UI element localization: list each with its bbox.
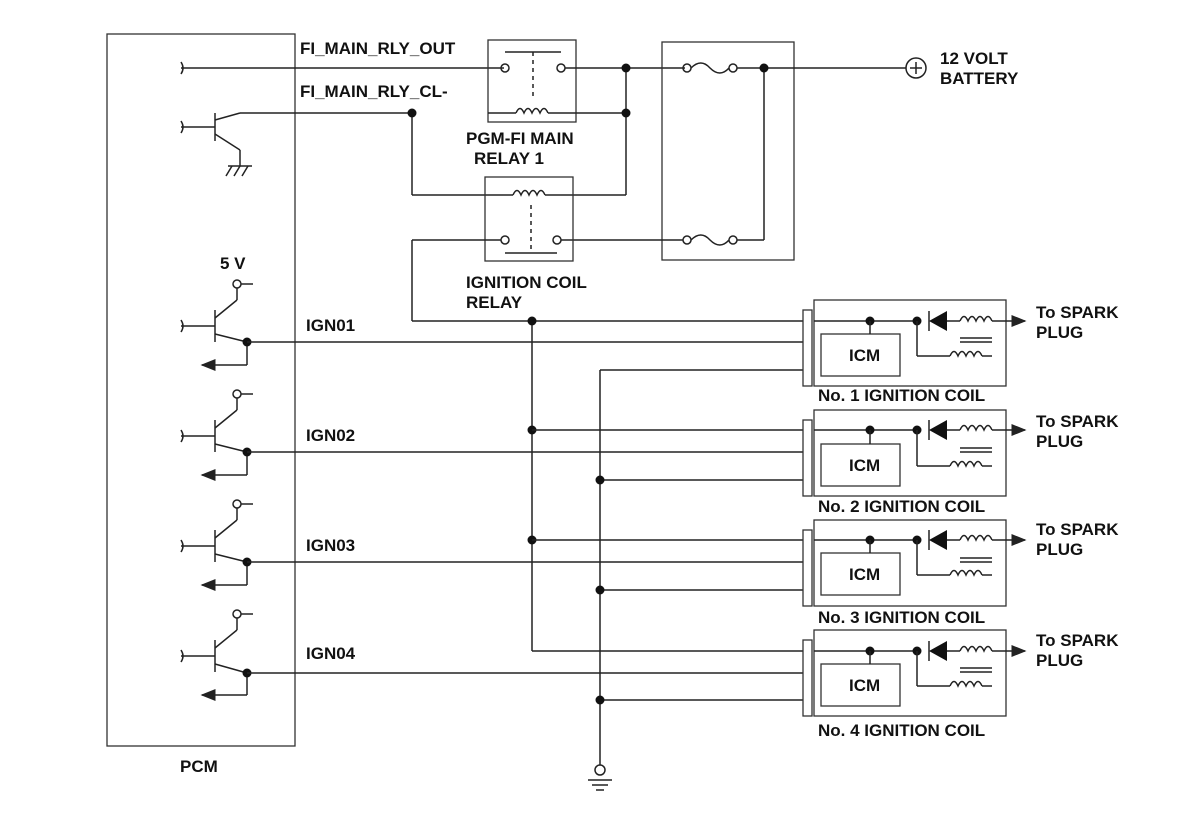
channel-2: IGN02 ICM To SPARK PLUG No. 2 IGNITION C… (180, 389, 1119, 516)
spark-label-4a: To SPARK (1036, 631, 1119, 650)
coil-label-4: No. 4 IGNITION COIL (818, 721, 985, 740)
ignition-coil-relay (484, 176, 574, 262)
spark-label-4b: PLUG (1036, 651, 1083, 670)
pcm-label: PCM (180, 757, 218, 776)
icm-label-1: ICM (849, 346, 880, 365)
ground-symbol (588, 764, 612, 791)
ign-driver-transistor-2 (180, 389, 253, 481)
main-relay-out-label: FI_MAIN_RLY_OUT (300, 39, 456, 58)
main-relay-label-line2: RELAY 1 (474, 149, 544, 168)
ign-driver-transistor-1 (180, 279, 253, 371)
ign-relay-label-line1: IGNITION COIL (466, 273, 587, 292)
pcm-box (106, 33, 296, 747)
main-relay-out-line (180, 61, 504, 75)
ign-driver-transistor-4 (180, 609, 253, 701)
spark-label-2a: To SPARK (1036, 412, 1119, 431)
ignition-coil-3: ICM (802, 519, 1027, 607)
icm-label-4: ICM (849, 676, 880, 695)
battery-label-line1: 12 VOLT (940, 49, 1008, 68)
ign-label-1: IGN01 (306, 316, 355, 335)
icm-label-3: ICM (849, 565, 880, 584)
coil-label-2: No. 2 IGNITION COIL (818, 497, 985, 516)
battery-label-line2: BATTERY (940, 69, 1019, 88)
ign-driver-transistor-3 (180, 499, 253, 591)
coil-label-3: No. 3 IGNITION COIL (818, 608, 985, 627)
pgm-fi-main-relay-1 (487, 39, 577, 123)
spark-label-1b: PLUG (1036, 323, 1083, 342)
channel-4: IGN04 ICM To SPARK PLUG No. 4 IGNITION C… (180, 609, 1119, 740)
channel-3: IGN03 ICM To SPARK PLUG No. 3 IGNITION C… (180, 499, 1119, 627)
main-relay-label-line1: PGM-FI MAIN (466, 129, 574, 148)
icm-label-2: ICM (849, 456, 880, 475)
ign-relay-label-line2: RELAY (466, 293, 523, 312)
spark-label-1a: To SPARK (1036, 303, 1119, 322)
main-relay-cl-label: FI_MAIN_RLY_CL- (300, 82, 448, 101)
spark-label-3a: To SPARK (1036, 520, 1119, 539)
ign-label-2: IGN02 (306, 426, 355, 445)
fuse-box (661, 41, 795, 261)
ignition-coil-2: ICM (802, 409, 1027, 497)
ignition-coil-1: ICM (802, 299, 1027, 387)
battery-positive-terminal (905, 57, 927, 79)
ign-label-4: IGN04 (306, 644, 356, 663)
ign-label-3: IGN03 (306, 536, 355, 555)
main-relay-driver-transistor (180, 112, 252, 177)
five-volt-label: 5 V (220, 254, 246, 273)
spark-label-3b: PLUG (1036, 540, 1083, 559)
spark-label-2b: PLUG (1036, 432, 1083, 451)
coil-label-1: No. 1 IGNITION COIL (818, 386, 985, 405)
ignition-coil-4: ICM (802, 629, 1027, 717)
channel-1: IGN01 ICM To SPARK PLUG No. 1 IGNITION C… (180, 279, 1119, 405)
